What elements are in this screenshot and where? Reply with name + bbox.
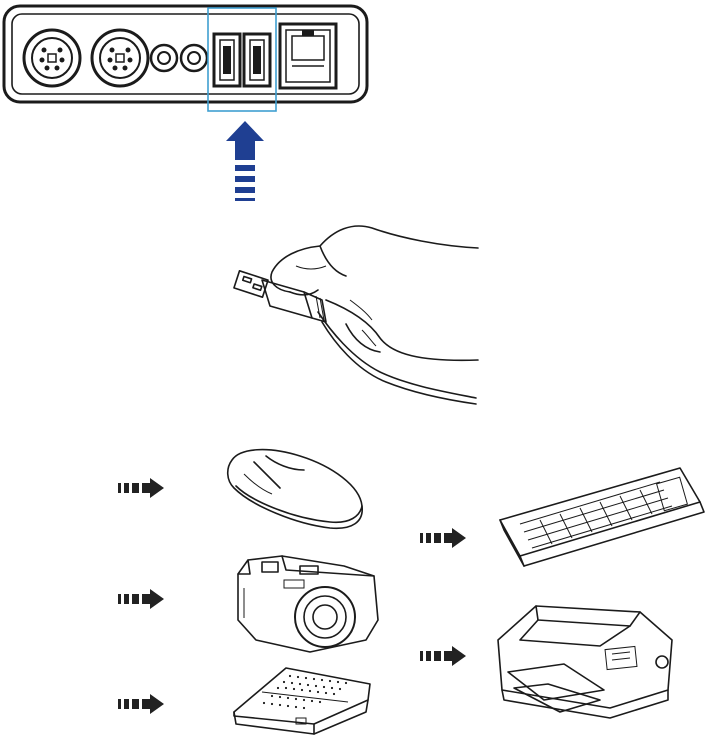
mouse-device — [226, 448, 363, 530]
audio-jack-2 — [179, 43, 209, 73]
external-drive-device — [233, 667, 371, 735]
ps2-port-2 — [90, 28, 150, 88]
blue-up-arrow — [226, 121, 264, 201]
ps2-port-1 — [22, 28, 82, 88]
digital-camera-device — [237, 555, 379, 653]
audio-jack-1 — [149, 43, 179, 73]
ethernet-port — [278, 22, 338, 90]
usb-port-2 — [242, 32, 272, 88]
pointer-arrow-printer — [420, 646, 466, 666]
pointer-arrow-drive — [118, 694, 164, 714]
printer-device — [497, 605, 673, 719]
pointer-arrow-camera — [118, 589, 164, 609]
pointer-arrow-mouse — [118, 478, 164, 498]
rear-panel — [2, 4, 369, 112]
usb-port-1 — [212, 32, 242, 88]
pointer-arrow-keyboard — [420, 528, 466, 548]
hand-inserting-usb-plug — [233, 225, 479, 405]
keyboard-device — [499, 467, 705, 567]
usb-highlight-box — [207, 7, 277, 112]
